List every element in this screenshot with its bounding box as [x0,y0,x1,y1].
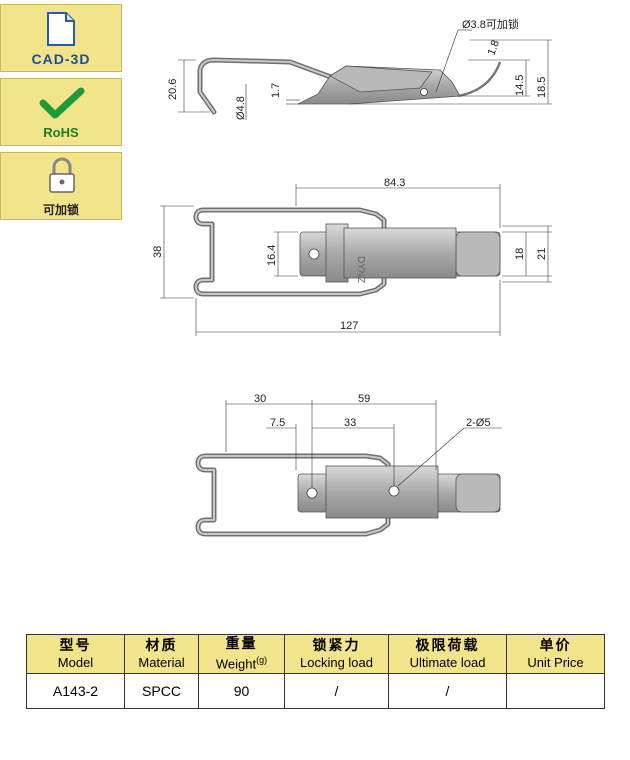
dim-14-5: 14.5 [514,75,526,96]
cell-weight: 90 [198,673,285,709]
cell-model: A143-2 [26,673,125,709]
table-row: A143-2 SPCC 90 / / [26,673,605,709]
padlock-icon [49,157,75,193]
dim-2-d5: 2-Ø5 [466,417,490,429]
checkmark-icon [39,87,85,119]
cad-3d-badge[interactable]: CAD-3D [0,4,122,72]
dim-hole-3-8: Ø3.8可加锁 [462,17,519,31]
lockable-badge: 可加锁 [0,152,122,220]
dim-30: 30 [254,393,266,405]
rohs-badge: RoHS [0,78,122,146]
dim-d4-8: Ø4.8 [235,96,247,120]
dim-21: 21 [536,248,548,260]
dim-16-4: 16.4 [266,245,278,266]
dim-7-5: 7.5 [270,417,285,429]
cell-locking-load: / [284,673,389,709]
dim-20-6: 20.6 [167,79,179,100]
dim-127: 127 [340,320,358,332]
side-view: 20.6 Ø4.8 1.7 Ø3.8可加锁 1.8 14.5 18.5 [167,17,552,120]
cad-3d-label: CAD-3D [31,51,91,67]
dim-1-7: 1.7 [270,83,282,98]
document-icon [47,12,75,46]
cell-material: SPCC [124,673,199,709]
technical-drawing: 20.6 Ø4.8 1.7 Ø3.8可加锁 1.8 14.5 18.5 DYNZ… [152,17,552,537]
lockable-label: 可加锁 [42,203,79,217]
dim-1-8: 1.8 [486,39,503,57]
top-view: DYNZ 84.3 38 16.4 18 21 127 [152,177,552,336]
cell-ultimate-load: / [388,673,507,709]
cell-unit-price [506,673,605,709]
dim-18: 18 [514,248,526,260]
dim-38: 38 [152,246,164,258]
svg-text:DYNZ: DYNZ [355,256,366,283]
dim-33: 33 [344,417,356,429]
bottom-view: 30 59 7.5 33 2-Ø5 [195,393,502,537]
dim-59: 59 [358,393,370,405]
dim-84-3: 84.3 [384,177,405,189]
dim-18-5: 18.5 [536,77,548,98]
rohs-label: RoHS [43,125,79,140]
